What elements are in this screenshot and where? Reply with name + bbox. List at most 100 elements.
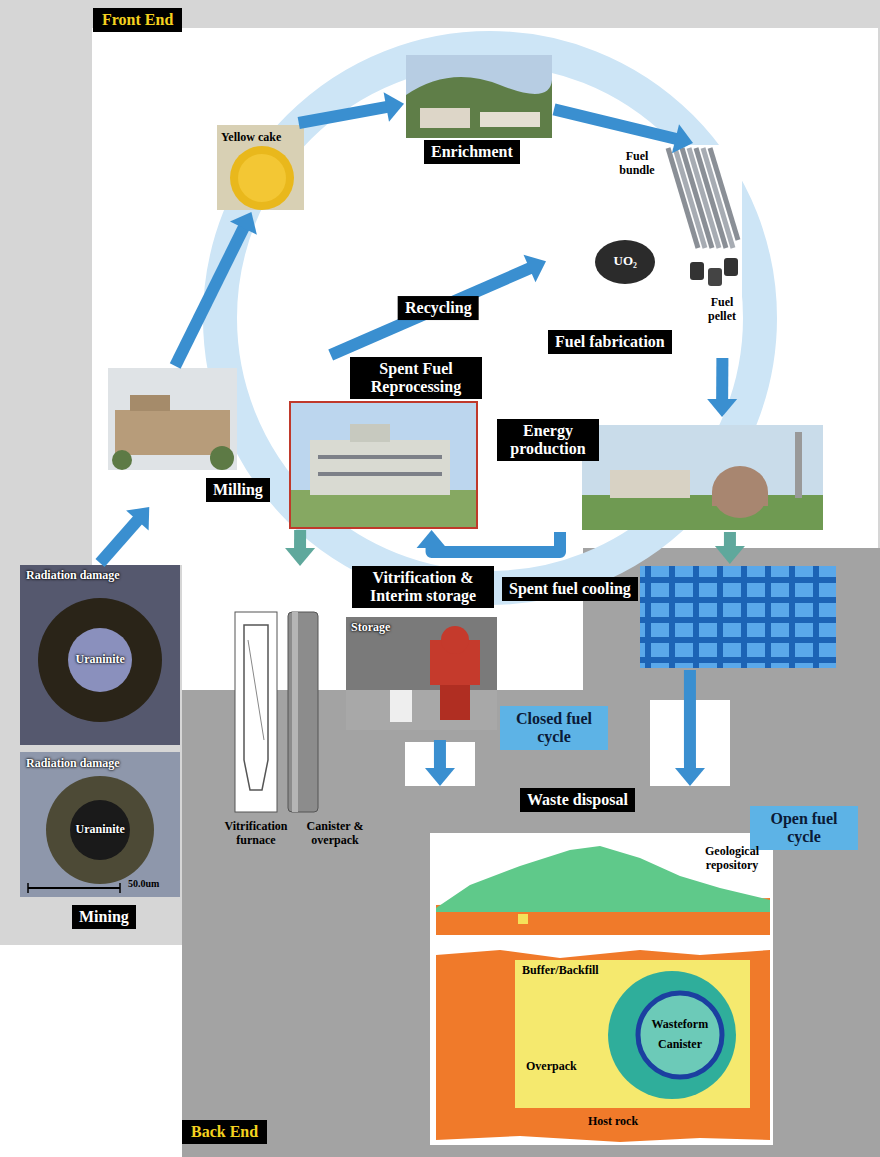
scale-tick	[27, 883, 29, 893]
fuel-rod	[703, 148, 733, 248]
fuel-rod	[696, 148, 726, 248]
stack	[795, 432, 802, 498]
fuel-pellet	[690, 262, 704, 280]
flow-arrow	[331, 255, 546, 355]
flow-arrow	[707, 358, 737, 417]
cycle-tag: Closed fuel cycle	[500, 706, 608, 750]
fuel-rod	[710, 148, 738, 240]
arrow-shaft	[716, 358, 728, 400]
section-title: Front End	[102, 11, 173, 29]
fuel-pellet	[708, 268, 722, 286]
layer-label: Host rock	[588, 1115, 638, 1129]
mill-building	[130, 395, 170, 411]
micrograph	[20, 565, 180, 745]
plant-building	[420, 108, 470, 128]
flow-arrow	[299, 92, 404, 123]
hills	[406, 77, 552, 138]
arrow-head	[230, 212, 257, 235]
stage-label: Mining	[72, 905, 136, 929]
stage: Milling	[106, 366, 279, 507]
part-label: Fuel pellet	[700, 296, 744, 324]
arrow-shaft	[100, 520, 138, 563]
ground	[582, 495, 823, 530]
flow-arrow	[100, 507, 149, 563]
repository-site	[518, 914, 528, 924]
uraninite-grain	[70, 800, 130, 860]
layer-label: Buffer/Backfill	[522, 964, 599, 978]
arrow-head	[425, 768, 455, 786]
stage-label: Energy production	[497, 419, 599, 461]
windows	[318, 472, 442, 476]
stage-label: Milling	[206, 478, 270, 502]
flow-arrow	[417, 530, 560, 552]
arrow-shaft	[299, 107, 388, 123]
host-rock	[436, 950, 770, 1142]
cycle-panel	[92, 28, 878, 690]
overpack	[608, 971, 736, 1099]
windows	[318, 455, 442, 459]
plant-building	[480, 112, 540, 127]
arrow-shaft	[294, 530, 306, 549]
stage-label: Spent Fuel Reprocessing	[350, 357, 482, 399]
arrow-shaft	[724, 532, 736, 547]
buffer-backfill	[515, 960, 750, 1108]
floor	[346, 690, 497, 730]
uo2-powder	[595, 240, 655, 284]
cycle-tag: Open fuel cycle	[750, 806, 858, 850]
arrow-shaft	[331, 268, 531, 355]
part-label: Geological repository	[692, 845, 772, 873]
reactor-dome	[712, 466, 768, 518]
lawn	[291, 490, 476, 527]
flow-arrow	[285, 530, 315, 566]
stage: Waste disposal	[428, 786, 775, 1147]
arrow-head	[384, 92, 404, 122]
canister	[288, 612, 318, 812]
milling-photo	[108, 368, 237, 470]
yellow-cake-powder	[238, 154, 286, 202]
power-plant-photo	[582, 425, 823, 530]
storage-machine	[440, 685, 470, 720]
arrow-head	[672, 124, 693, 153]
repository-panel	[430, 833, 773, 1145]
fuel-pellet	[724, 258, 738, 276]
stage: Spent fuel cooling	[500, 564, 838, 670]
stage: Enrichment	[404, 53, 554, 166]
arrow-shaft	[684, 670, 696, 769]
feed-line	[248, 640, 264, 740]
arrow-shaft	[434, 740, 446, 769]
arrow-head	[417, 530, 447, 548]
stage-label: Enrichment	[424, 140, 520, 164]
arrow-head	[715, 546, 745, 564]
stage-label: Spent fuel cooling	[502, 577, 638, 601]
cycle-label: Closed fuel cycle	[508, 710, 600, 746]
micrograph	[20, 752, 180, 897]
furnace-outline	[244, 625, 268, 790]
enrichment-photo	[406, 55, 552, 138]
yellow-cake-photo	[217, 125, 304, 210]
yellow-cake-dish	[230, 146, 294, 210]
turbine-building	[610, 470, 690, 498]
canister-highlight	[292, 612, 298, 812]
layer-label: Canister	[658, 1038, 702, 1052]
storage-machine	[441, 626, 469, 654]
storage-cask	[390, 690, 412, 722]
flow-arrow	[175, 212, 257, 366]
feature-label: Radiation damage	[26, 757, 120, 771]
plant-building	[350, 424, 390, 442]
flow-arrow	[715, 532, 745, 564]
section-tag: Back End	[182, 1120, 267, 1144]
mill-building	[115, 410, 230, 455]
flow-arrow	[675, 670, 705, 786]
photo-caption: Yellow cake	[221, 131, 281, 145]
part-label: UO₂	[614, 254, 637, 269]
scale-tick	[119, 883, 121, 893]
arrow-head	[126, 507, 149, 530]
scale-label: 50.0um	[128, 878, 159, 890]
storage-photo	[346, 617, 497, 730]
photo-caption: Storage	[351, 621, 390, 635]
feature-label: Uraninite	[76, 823, 125, 837]
arrow-shaft	[175, 227, 244, 366]
flow-arrow	[425, 740, 455, 786]
